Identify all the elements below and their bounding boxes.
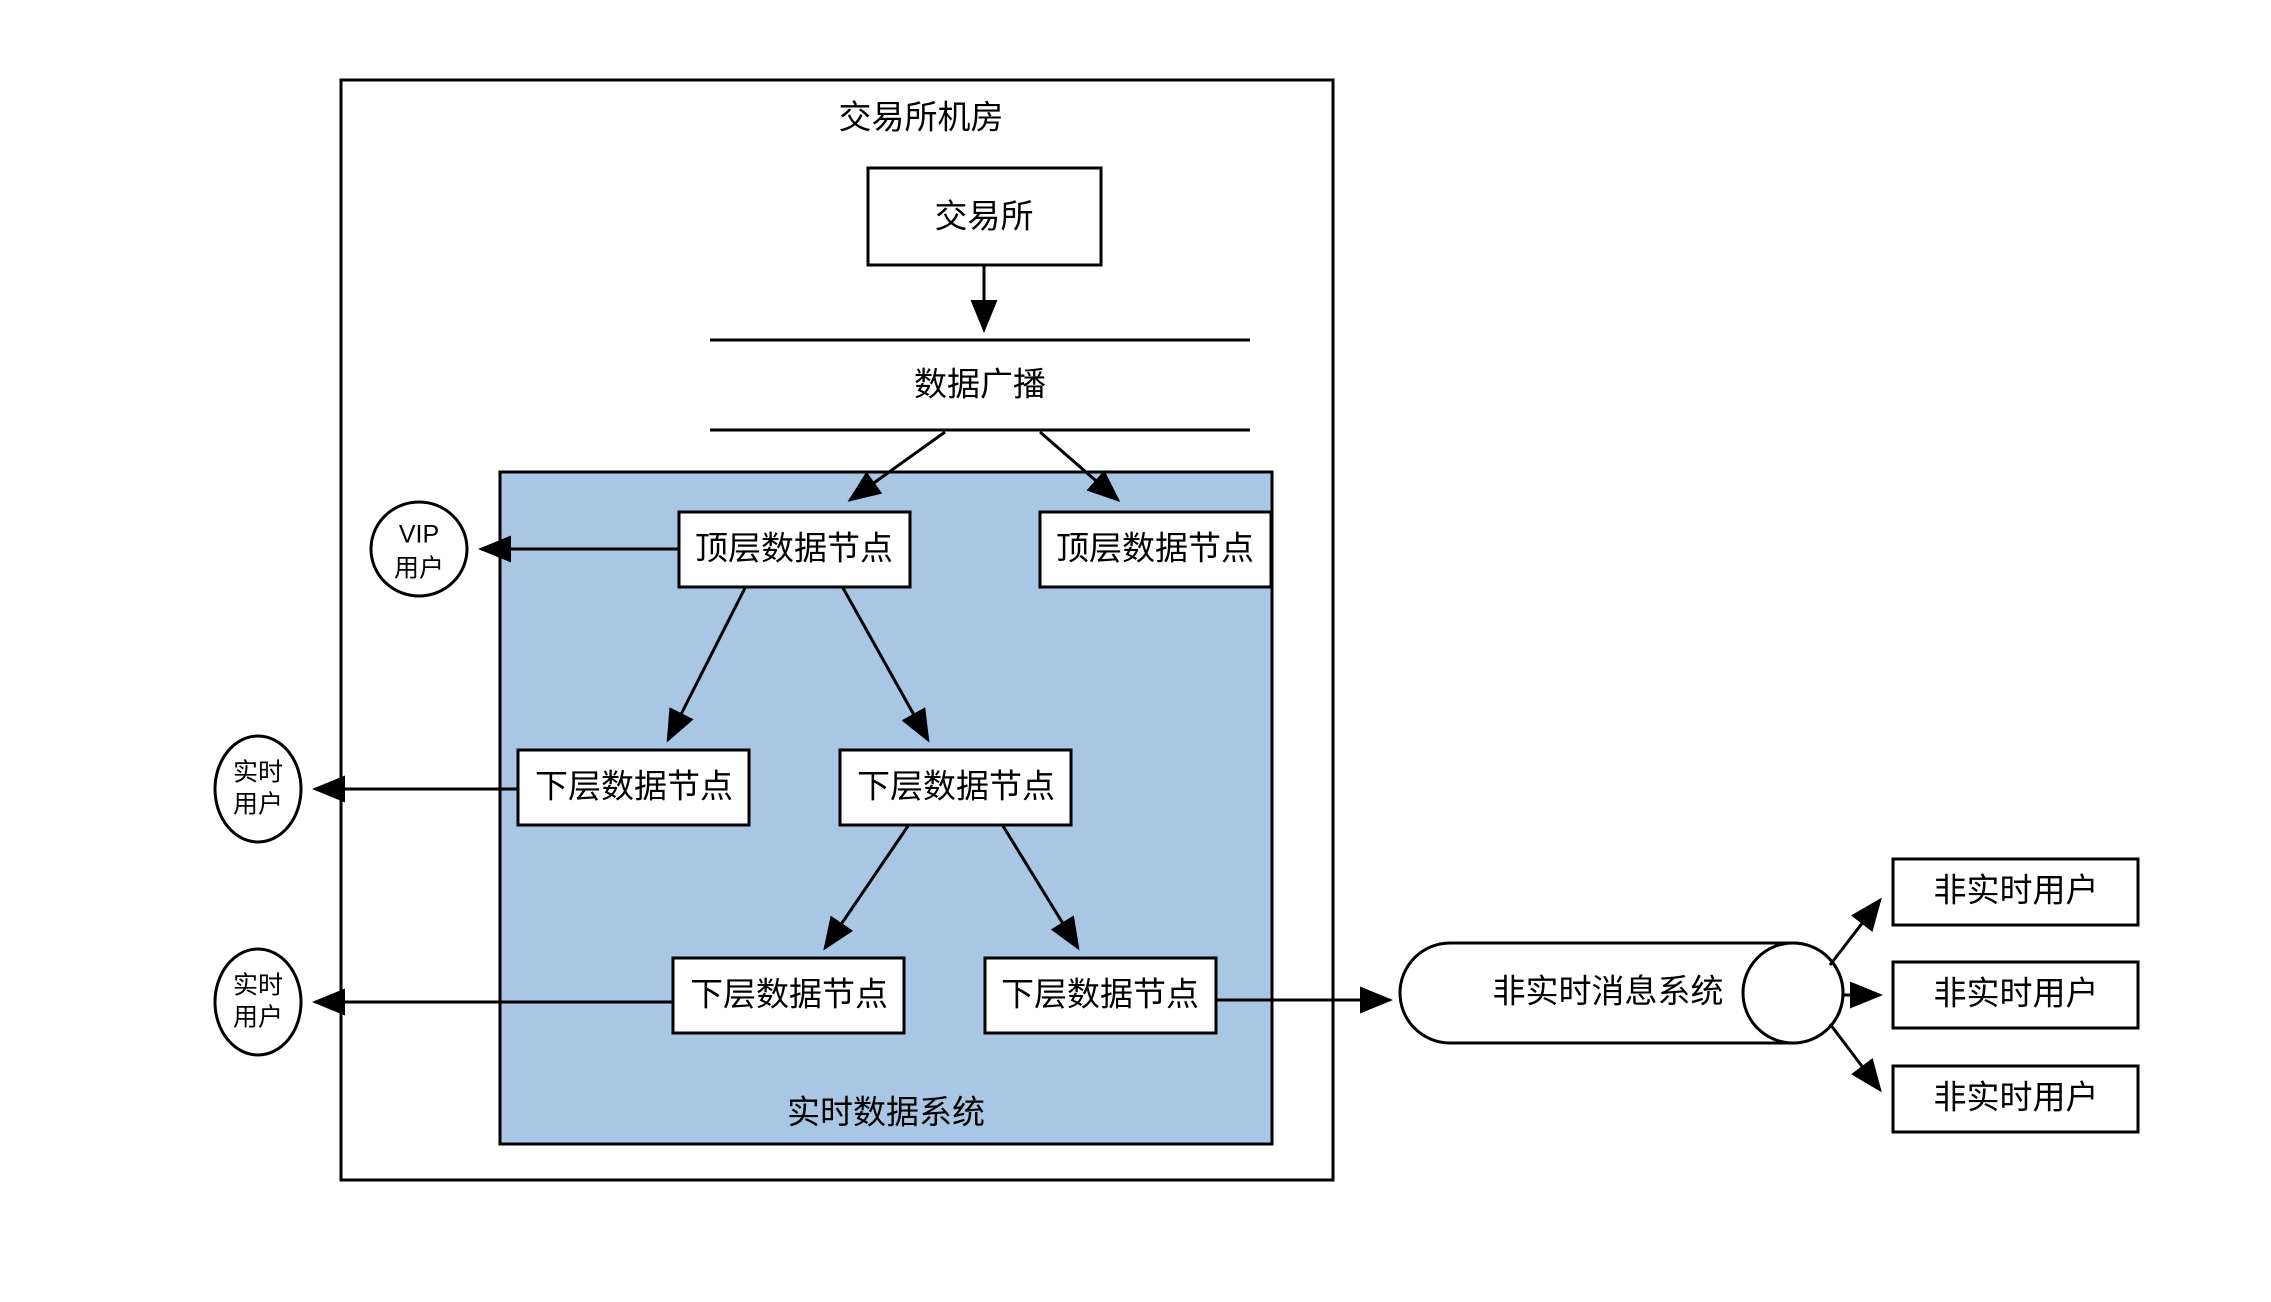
node-low-data-node-left[interactable]	[671, 956, 906, 1035]
node-top-data-node-right[interactable]	[1038, 510, 1273, 589]
edge-top-node-left-to-mid-node-left	[666, 587, 747, 743]
consumer-non-realtime-user-2-label: 非实时用户	[1934, 975, 2099, 1012]
node-mid-data-node-right[interactable]	[838, 748, 1073, 827]
consumer-realtime-user-2-label-line1: 实时	[233, 972, 283, 1000]
zone-exchange-room	[339, 78, 1335, 1182]
zone-realtime-data-system-label: 实时数据系统	[787, 1094, 985, 1131]
node-mid-data-node-left-label: 下层数据节点	[535, 768, 733, 805]
consumer-realtime-user-2[interactable]	[213, 947, 303, 1057]
edge-mid-node-right-to-low-data-node-left	[823, 825, 910, 951]
consumer-non-realtime-user-3[interactable]	[1891, 1064, 2140, 1134]
edge-mid-node-right-to-low-data-node-right	[1001, 825, 1080, 951]
edge-mq-to-non-realtime-user-3	[1828, 1023, 1882, 1093]
consumer-non-realtime-user-1[interactable]	[1891, 857, 2140, 927]
node-mid-data-node-left[interactable]	[516, 748, 751, 827]
node-exchange[interactable]	[866, 166, 1103, 267]
zone-exchange-room-title: 交易所机房	[839, 99, 1004, 136]
consumer-realtime-user-2-label-line2: 用户	[233, 1004, 283, 1032]
node-low-data-node-right[interactable]	[983, 956, 1218, 1035]
node-mq-label: 非实时消息系统	[1493, 973, 1724, 1010]
consumer-vip-user[interactable]	[369, 500, 469, 598]
consumer-realtime-user-1-label-line2: 用户	[233, 791, 283, 819]
node-mq-end-cap	[1741, 941, 1845, 1045]
node-exchange-label: 交易所	[935, 198, 1034, 235]
consumer-realtime-user-1-label-line1: 实时	[233, 759, 283, 787]
edge-broadcast-to-top-node-right	[1039, 430, 1121, 502]
consumer-vip-user-label-line2: 用户	[394, 555, 444, 583]
node-top-data-node-right-label: 顶层数据节点	[1056, 530, 1254, 567]
edge-broadcast-to-top-node-left	[847, 430, 946, 502]
edge-mq-to-non-realtime-user-1	[1828, 897, 1882, 966]
consumer-non-realtime-user-2[interactable]	[1891, 960, 2140, 1030]
edge-top-node-left-to-mid-node-right	[841, 587, 930, 743]
node-top-data-node-left-label: 顶层数据节点	[695, 530, 893, 567]
node-broadcast-label: 数据广播	[914, 366, 1046, 403]
consumer-vip-user-label-line1: VIP	[399, 521, 439, 549]
consumer-non-realtime-user-3-label: 非实时用户	[1934, 1079, 2099, 1116]
consumer-realtime-user-1[interactable]	[213, 734, 303, 844]
node-low-data-node-left-label: 下层数据节点	[690, 976, 888, 1013]
node-low-data-node-right-label: 下层数据节点	[1001, 976, 1199, 1013]
node-mid-data-node-right-label: 下层数据节点	[857, 768, 1055, 805]
consumer-non-realtime-user-1-label: 非实时用户	[1934, 872, 2099, 909]
